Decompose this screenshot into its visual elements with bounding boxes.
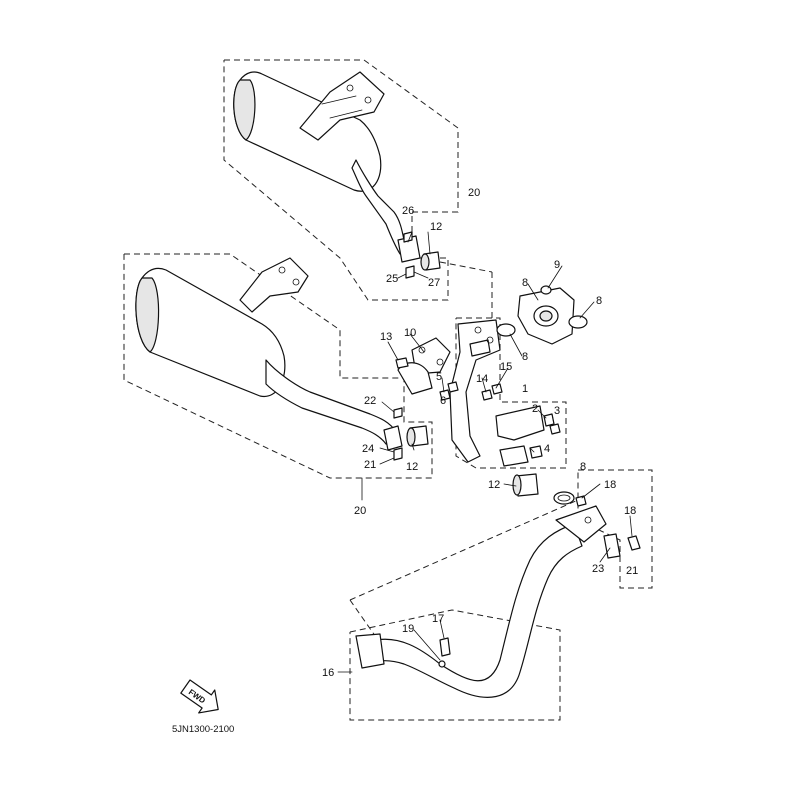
callout-label: 1 [522, 383, 528, 395]
callout-label: 19 [402, 623, 414, 635]
sleeve-gasket-lower [512, 473, 539, 497]
exhaust-pipe-1 [449, 319, 545, 467]
callout-label: 27 [428, 277, 440, 289]
callout-label: 6 [440, 395, 446, 407]
header-gasket-8 [553, 491, 575, 505]
callout-label: 5 [436, 371, 442, 383]
callout-label: 14 [476, 373, 488, 385]
bolt-21 [603, 533, 621, 559]
joint-pipe [397, 337, 451, 395]
callout-label: 20 [468, 187, 480, 199]
callout-label: 8 [580, 461, 586, 473]
callout-label: 20 [354, 505, 366, 517]
leader-dashed [349, 499, 579, 601]
leader-lines [337, 191, 633, 673]
diagram-code: 5JN1300-2100 [172, 724, 234, 735]
callout-label: 24 [362, 443, 374, 455]
callout-label: 8 [522, 351, 528, 363]
callout-label: 17 [432, 613, 444, 625]
callout-label: 2 [532, 403, 538, 415]
callout-label: 12 [430, 221, 442, 233]
callout-label: 23 [592, 563, 604, 575]
callout-label: 10 [404, 327, 416, 339]
lower-muffler [135, 257, 403, 451]
upper-muffler [233, 71, 421, 263]
fwd-arrow-icon: FWD [180, 679, 219, 714]
fasteners [393, 231, 641, 668]
leader-dashed [439, 261, 493, 273]
callout-label: 16 [322, 667, 334, 679]
callout-label: 8 [522, 277, 528, 289]
manifold-flange [496, 285, 588, 345]
callout-label: 8 [596, 295, 602, 307]
callout-label: 12 [488, 479, 500, 491]
callout-label: 12 [406, 461, 418, 473]
group-outline-20 [577, 469, 653, 589]
callout-label: 3 [554, 405, 560, 417]
callout-label: 4 [544, 443, 550, 455]
callout-label: 13 [380, 331, 392, 343]
sleeve-gasket-middle [406, 425, 429, 447]
sleeve-gasket-upper [420, 251, 441, 271]
callout-label: 18 [624, 505, 636, 517]
callout-label: 25 [386, 273, 398, 285]
callout-label: 18 [604, 479, 616, 491]
callout-label: 26 [402, 205, 414, 217]
callout-label: 21 [364, 459, 376, 471]
callout-label: 9 [554, 259, 560, 271]
header-pipe-16 [355, 505, 607, 698]
callout-label: 21 [626, 565, 638, 577]
callout-label: 15 [500, 361, 512, 373]
callout-label: 22 [364, 395, 376, 407]
leader-dashed [349, 599, 379, 641]
